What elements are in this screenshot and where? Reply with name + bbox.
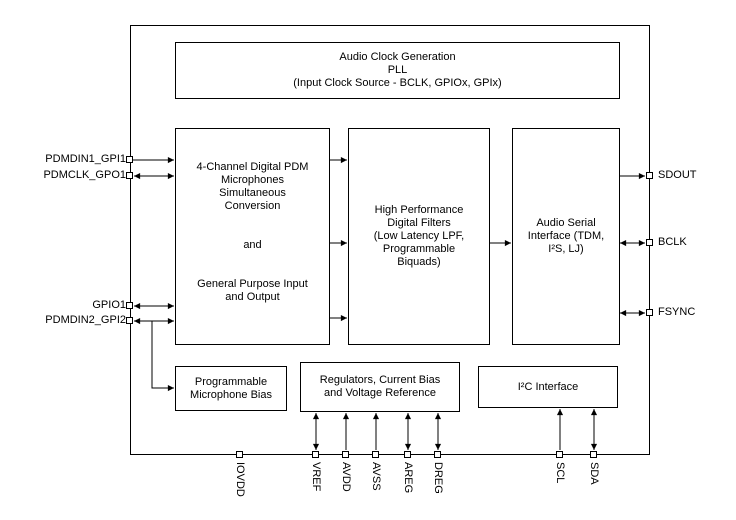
pin-label-scl: SCL [554,462,566,484]
pin-sda [590,451,597,458]
pin-avss [372,451,379,458]
block-regulators-line: Regulators, Current Bias [319,374,441,386]
pin-label-pdmclk-gpo1: PDMCLK_GPO1 [43,169,126,181]
block-regulators-line: and Voltage Reference [324,387,436,399]
block-pdm-line: Conversion [224,200,281,212]
block-filters-line: (Low Latency LPF, [373,230,465,242]
block-filters-line: Biquads) [397,256,441,268]
block-micbias-line: Programmable [194,375,268,388]
block-digital-filters: High Performance Digital Filters (Low La… [348,128,490,345]
pin-label-sdout: SDOUT [658,169,697,181]
pin-pdmclk-gpo1 [126,172,133,179]
block-pdm-line: General Purpose Input [197,278,308,290]
pin-scl [556,451,563,458]
pin-label-avdd: AVDD [340,462,352,492]
pin-label-pdmdin1-gpi1: PDMDIN1_GPI1 [45,153,126,165]
pin-gpio1 [126,302,133,309]
block-asi-line: Audio Serial [536,217,596,229]
pin-label-dreg: DREG [432,462,444,494]
pin-label-sda: SDA [588,462,600,485]
pin-avdd [342,451,349,458]
pin-pdmdin1-gpi1 [126,156,133,163]
block-pdm-line: 4-Channel Digital PDM [196,161,309,173]
block-pdm-gpio: 4-Channel Digital PDM Microphones Simult… [175,128,330,345]
block-pdm-line: and [243,239,262,251]
block-mic-bias: Programmable Microphone Bias [175,366,287,411]
block-pdm-line: Microphones [221,174,284,186]
block-pll-line: (Input Clock Source - BCLK, GPIOx, GPIx) [293,77,502,89]
block-filters-line: High Performance [374,204,464,216]
pin-bclk [646,239,653,246]
block-micbias-line: Microphone Bias [190,388,272,401]
block-i2c-interface: I²C Interface [478,366,618,408]
pin-dreg [434,451,441,458]
block-pll: Audio Clock Generation PLL (Input Clock … [175,42,620,99]
block-asi-line: I²S, LJ) [548,243,584,255]
block-filters-line: Programmable [382,243,456,255]
pin-fsync [646,309,653,316]
block-regulators: Regulators, Current Bias and Voltage Ref… [300,362,460,412]
pin-label-areg: AREG [402,462,414,494]
block-pll-line: Audio Clock Generation [339,51,456,63]
block-pll-line: PLL [387,64,408,76]
pin-pdmdin2-gpi2 [126,317,133,324]
block-i2c-line: I²C Interface [517,380,579,393]
pin-sdout [646,172,653,179]
pin-areg [404,451,411,458]
block-pdm-line: Simultaneous [219,187,286,199]
pin-label-iovdd: IOVDD [234,462,246,497]
pin-label-avss: AVSS [370,462,382,491]
pin-label-fsync: FSYNC [658,306,696,318]
pin-label-bclk: BCLK [658,236,687,248]
block-asi-line: Interface (TDM, [527,230,605,242]
pin-iovdd [236,451,243,458]
pin-label-pdmdin2-gpi2: PDMDIN2_GPI2 [45,314,126,326]
block-audio-serial-interface: Audio Serial Interface (TDM, I²S, LJ) [512,128,620,345]
block-pdm-line: and Output [225,291,280,303]
pin-vref [312,451,319,458]
block-filters-line: Digital Filters [387,217,451,229]
pin-label-gpio1: GPIO1 [92,299,126,311]
pin-label-vref: VREF [310,462,322,492]
